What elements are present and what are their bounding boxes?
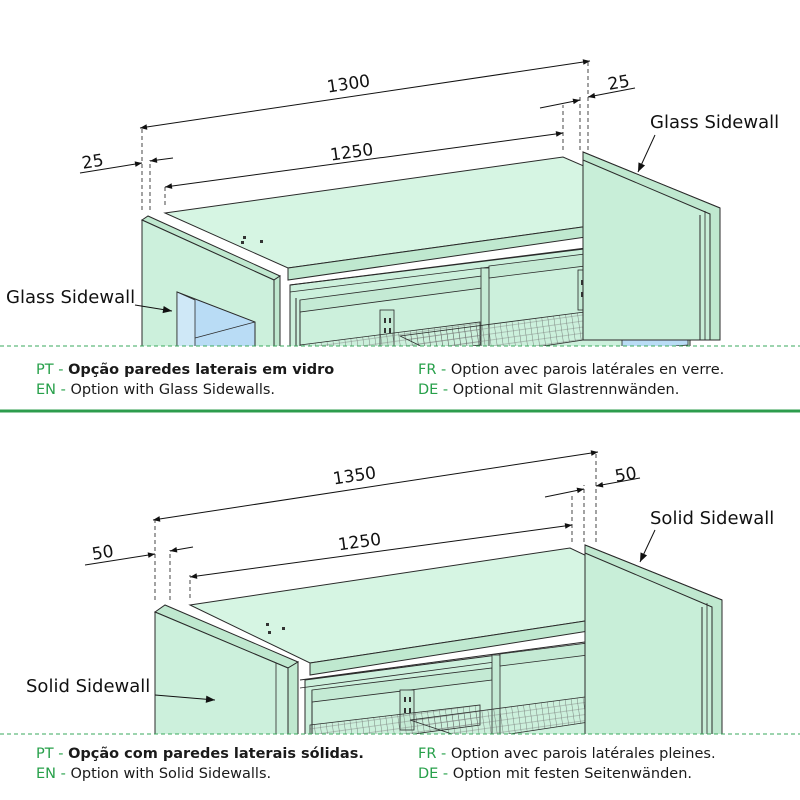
lang-code-de: DE [418,766,439,782]
lang-code-fr: FR [418,362,437,378]
caption-de-glass: DE - Optional mit Glastrennwänden. [418,382,680,398]
caption-fr-solid: FR - Option avec parois latérales pleine… [418,746,716,762]
lang-code-pt: PT [36,746,54,762]
caption-pt-glass: PT - Opção paredes laterais em vidro [36,362,335,378]
caption-pt-text: Opção paredes laterais em vidro [68,362,335,378]
inner-width-dimension-line [164,131,564,189]
glass-cabinet-drawing [140,151,721,346]
lang-code-en: EN [36,382,57,398]
lang-code-en: EN [36,766,57,782]
solid-cabinet-drawing [153,544,723,734]
lang-code-pt: PT [36,362,54,378]
caption-en-text: Option with Solid Sidewalls. [70,766,272,782]
caption-en-text: Option with Glass Sidewalls. [70,382,276,398]
caption-pt-text: Opção com paredes laterais sólidas. [68,746,364,762]
caption-en-solid: EN - Option with Solid Sidewalls. [36,766,272,782]
caption-de-text: Optional mit Glastrennwänden. [452,382,680,398]
caption-pt-solid: PT - Opção com paredes laterais sólidas. [36,746,364,762]
left-sidewall-label: Glass Sidewall [6,287,135,308]
overall-width-dimension-line [152,450,599,522]
solid-sidewall-panel: 1350 1250 50 50 Solid Sidewall Solid Sid… [0,450,800,735]
right-offset-value: 50 [613,463,638,486]
caption-de-text: Option mit festen Seitenwänden. [452,766,693,782]
right-sidewall-label: Solid Sidewall [650,508,774,529]
inner-width-dimension-line [189,523,573,579]
caption-fr-text: Option avec parois latérales en verre. [450,362,725,378]
lang-code-fr: FR [418,746,437,762]
lang-code-de: DE [418,382,439,398]
caption-en-glass: EN - Option with Glass Sidewalls. [36,382,276,398]
caption-fr-glass: FR - Option avec parois latérales en ver… [418,362,725,378]
overall-width-dimension-line [139,59,591,130]
right-offset-value: 25 [606,71,631,94]
caption-fr-text: Option avec parois latérales pleines. [450,746,716,762]
right-sidewall-label: Glass Sidewall [650,112,779,133]
left-sidewall-label: Solid Sidewall [26,676,150,697]
left-offset-value: 50 [91,542,116,565]
overall-width-value: 1300 [326,71,372,97]
caption-de-solid: DE - Option mit festen Seitenwänden. [418,766,693,782]
inner-width-value: 1250 [329,140,375,166]
overall-width-value: 1350 [332,463,378,489]
left-offset-value: 25 [81,151,106,174]
glass-sidewall-panel: 1300 1250 25 25 Glass Sidewall Glass Sid… [0,59,800,347]
